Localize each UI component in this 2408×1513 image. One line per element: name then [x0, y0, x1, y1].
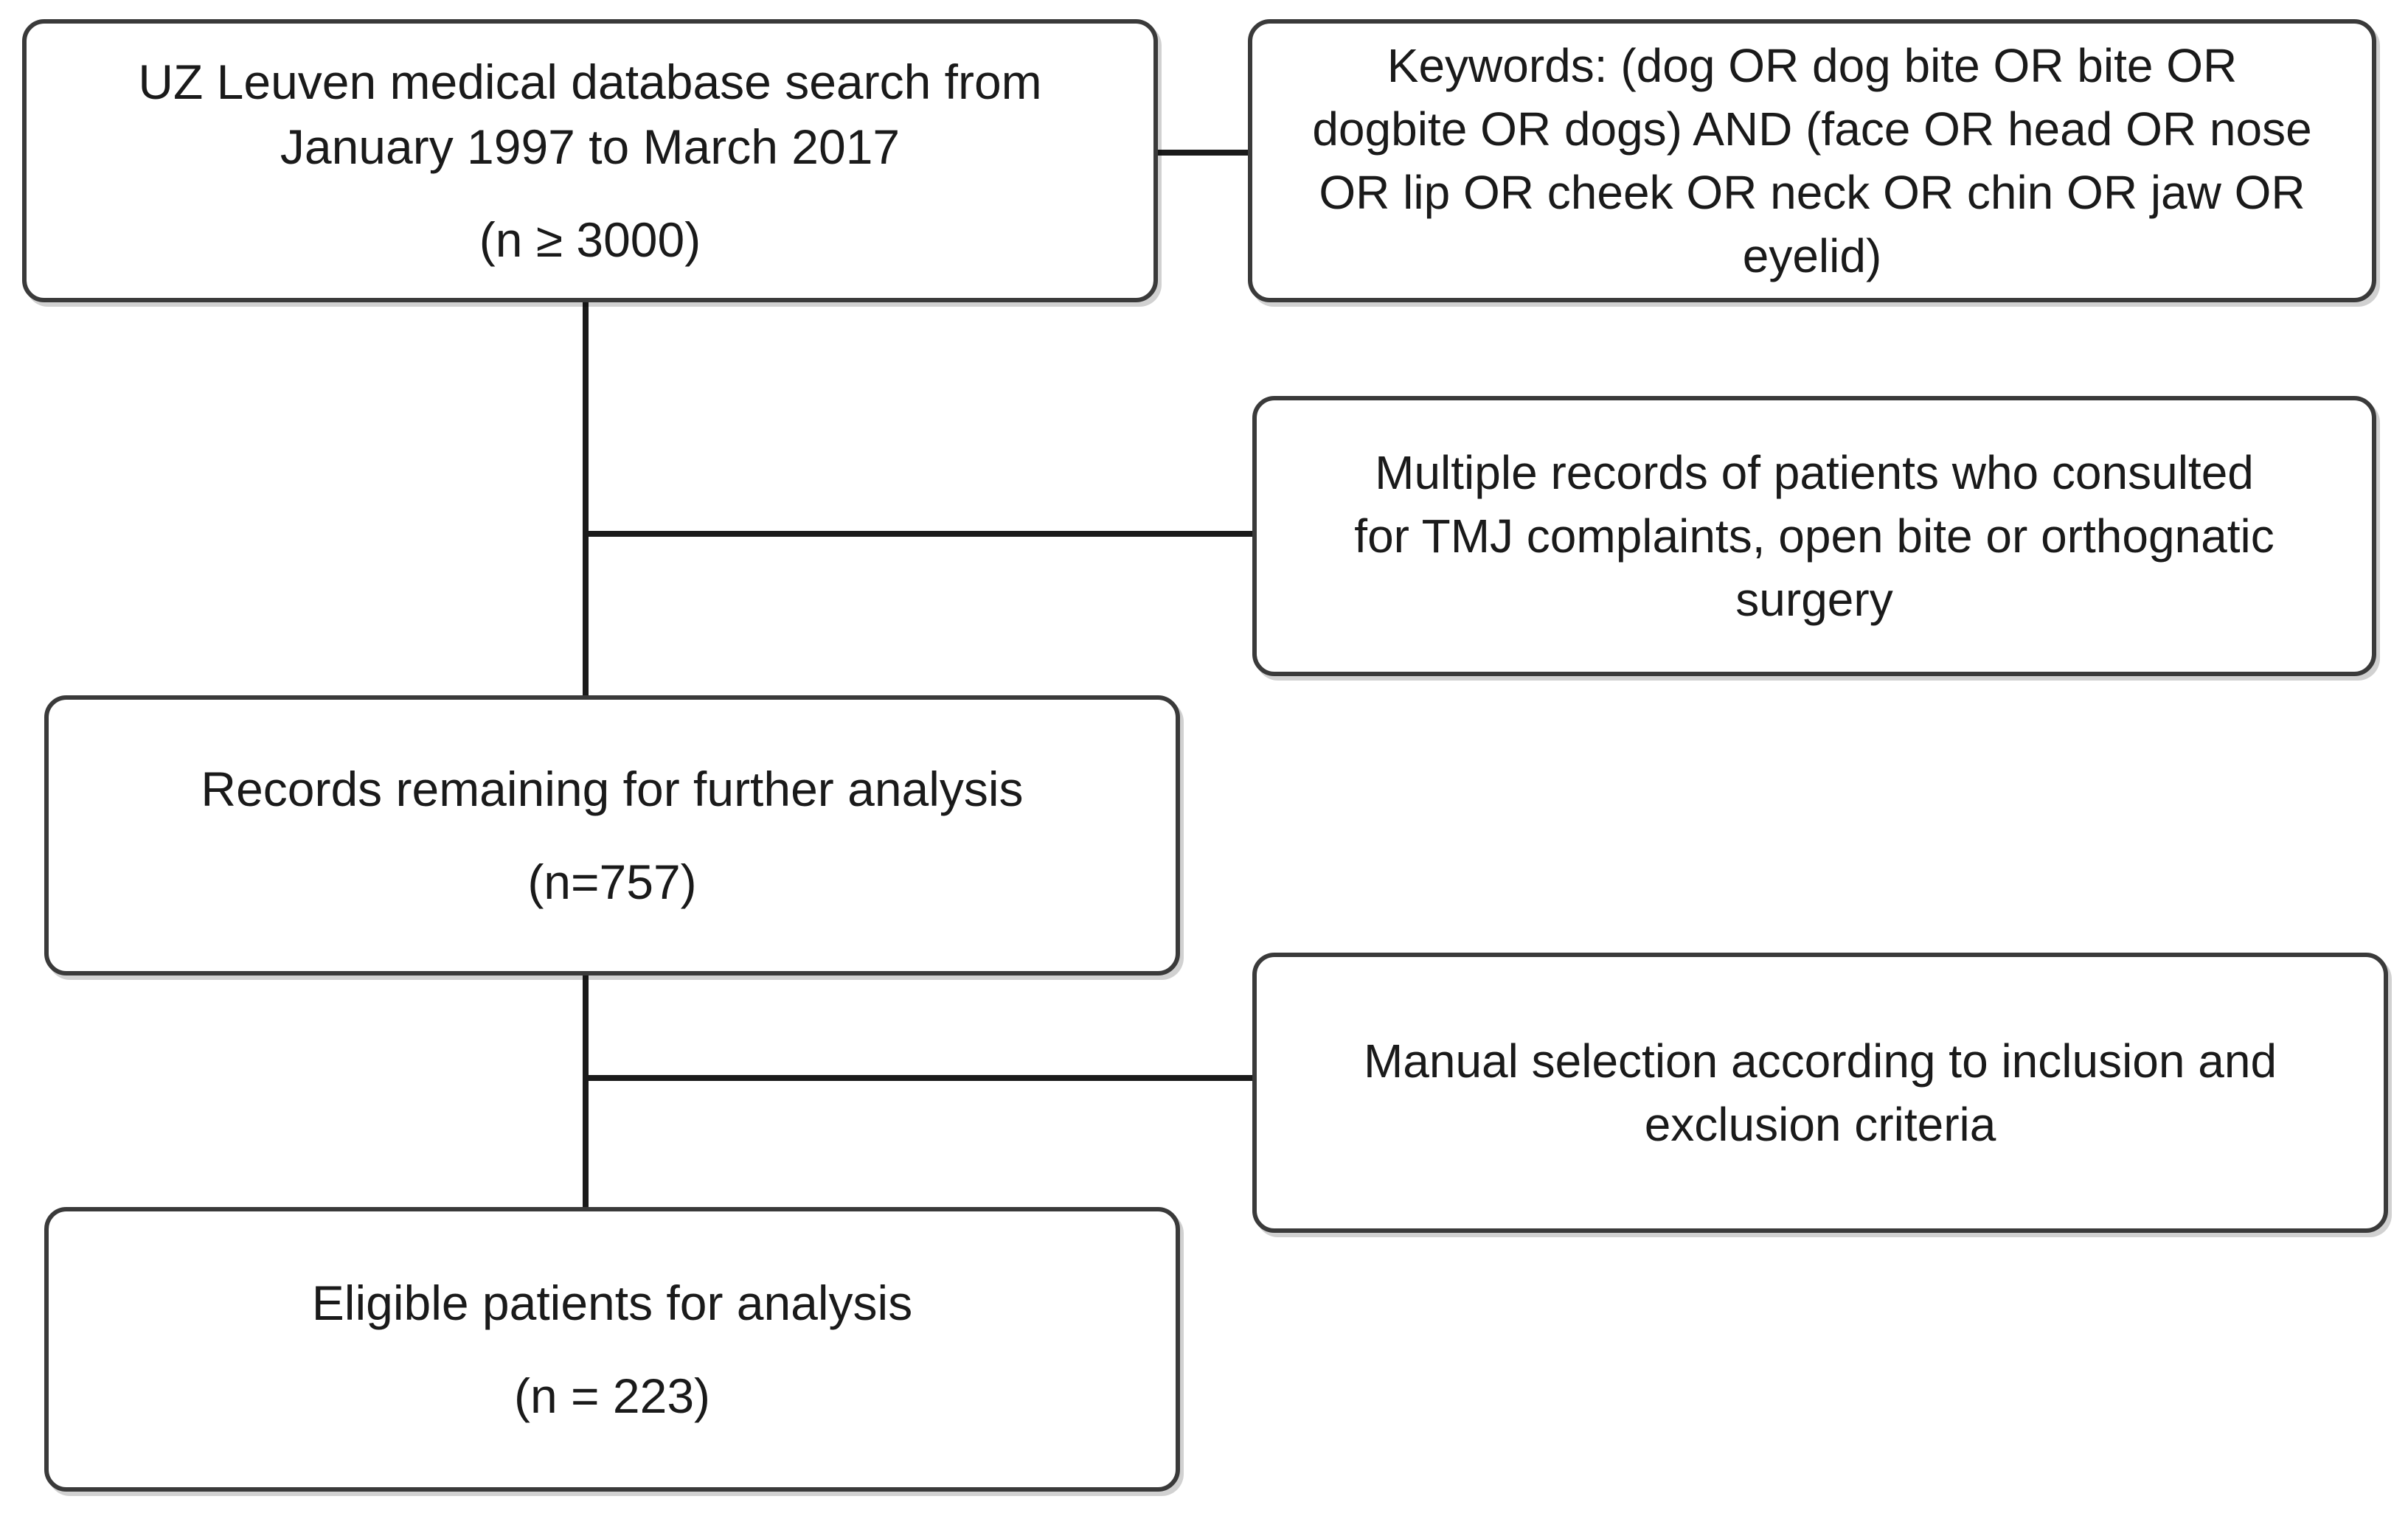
eligible-patients-label: Eligible patients for analysis: [311, 1276, 913, 1330]
keywords-box: Keywords: (dog OR dog bite OR bite OR do…: [1248, 19, 2376, 302]
manual-selection-box: Manual selection according to inclusion …: [1252, 953, 2388, 1233]
multiple-records-line-2: for TMJ complaints, open bite or orthogn…: [1354, 509, 2275, 563]
multiple-records-line-1: Multiple records of patients who consult…: [1375, 446, 2254, 499]
database-search-count: (n ≥ 3000): [479, 212, 701, 267]
multiple-records-box: Multiple records of patients who consult…: [1252, 396, 2376, 676]
connector-trunk-manual-selection: [583, 1075, 1252, 1081]
connector-trunk-multiple-records: [583, 531, 1252, 537]
manual-selection-line-2: exclusion criteria: [1644, 1098, 1996, 1151]
database-search-line-2: January 1997 to March 2017: [280, 119, 901, 174]
connector-search-remaining: [583, 302, 589, 695]
keywords-line-2: dogbite OR dogs) AND (face OR head OR no…: [1312, 102, 2312, 156]
eligible-patients-count: (n = 223): [514, 1368, 710, 1423]
keywords-line-3: OR lip OR cheek OR neck OR chin OR jaw O…: [1319, 166, 2305, 219]
keywords-line-1: Keywords: (dog OR dog bite OR bite OR: [1387, 39, 2238, 92]
keywords-line-4: eyelid): [1742, 229, 1882, 282]
database-search-box: UZ Leuven medical database search from J…: [22, 19, 1158, 302]
connector-search-keywords: [1158, 150, 1248, 156]
eligible-patients-box: Eligible patients for analysis (n = 223): [44, 1207, 1180, 1492]
records-remaining-box: Records remaining for further analysis (…: [44, 695, 1180, 975]
manual-selection-line-1: Manual selection according to inclusion …: [1363, 1034, 2277, 1088]
multiple-records-line-3: surgery: [1735, 573, 1893, 626]
records-remaining-label: Records remaining for further analysis: [201, 762, 1024, 816]
connector-remaining-eligible: [583, 975, 589, 1207]
records-remaining-count: (n=757): [527, 855, 697, 909]
database-search-line-1: UZ Leuven medical database search from: [138, 55, 1042, 109]
